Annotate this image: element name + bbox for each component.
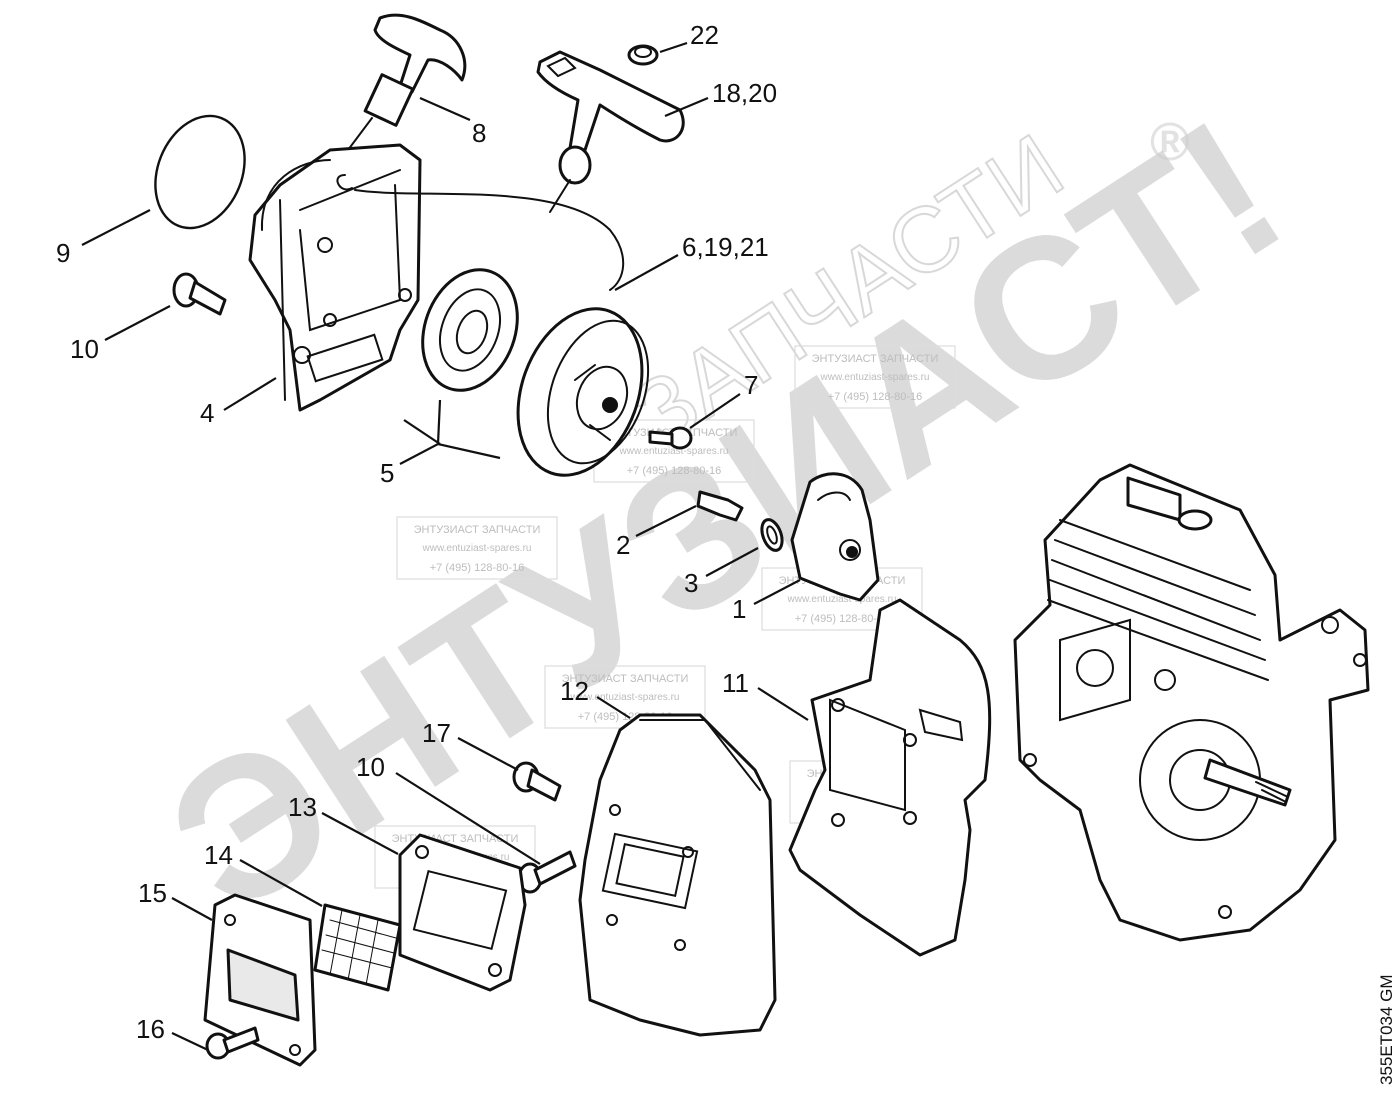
leader-11 — [757, 687, 809, 721]
stamp-phone: +7 (495) 128-80-16 — [795, 613, 889, 625]
leader-15 — [171, 897, 213, 921]
part-screw-7 — [648, 426, 693, 450]
leader-6-19-21 — [614, 254, 679, 291]
callout-7: 7 — [744, 370, 758, 400]
leader-10b — [395, 772, 541, 865]
stamp-phone: +7 (495) 128-80-16 — [627, 465, 721, 477]
part-cap — [627, 44, 659, 66]
part-gasket — [398, 833, 527, 992]
part-starter-grip-new — [536, 50, 685, 213]
leader-lines — [81, 41, 809, 1051]
part-spark-screen — [313, 903, 402, 992]
leader-14 — [239, 859, 323, 907]
callout-10: 10 — [70, 334, 99, 364]
leader-8 — [419, 96, 471, 122]
leader-5 — [399, 442, 501, 465]
callout-5: 5 — [380, 458, 394, 488]
stamp-website: www.entuziast-spares.ru — [820, 372, 930, 383]
callout-3: 3 — [684, 568, 698, 598]
part-ignition-module — [790, 472, 880, 602]
callout-9: 9 — [56, 238, 70, 268]
callout-14: 14 — [204, 840, 233, 870]
part-cover — [203, 893, 317, 1067]
leader-16 — [171, 1032, 209, 1051]
part-screw-17 — [512, 761, 562, 802]
leader-12 — [596, 696, 631, 719]
part-fan-housing — [248, 143, 625, 412]
leader-4 — [223, 377, 277, 411]
callout-15: 15 — [138, 878, 167, 908]
part-screw-16 — [205, 1026, 260, 1060]
leader-3 — [705, 547, 759, 577]
stamp-website: www.entuziast-spares.ru — [787, 594, 897, 605]
callout-4: 4 — [200, 398, 214, 428]
leader-1 — [753, 579, 801, 605]
leader-7 — [689, 393, 741, 429]
callout-10: 10 — [356, 752, 385, 782]
watermark-stamp: ЭНТУЗИАСТ ЗАПЧАСТИ www.entuziast-spares.… — [794, 345, 956, 409]
part-rewind-spring — [421, 268, 519, 392]
callout-18-20: 18,20 — [712, 78, 777, 108]
stamp-website: www.entuziast-spares.ru — [422, 543, 532, 554]
stamp-title: ЭНТУЗИАСТ ЗАПЧАСТИ — [562, 673, 689, 685]
callout-17: 17 — [422, 718, 451, 748]
leader-18-20 — [664, 96, 709, 118]
part-muffler — [578, 713, 777, 1037]
leader-5b — [403, 419, 441, 445]
part-pawl — [696, 490, 744, 522]
callouts: 22 18,20 8 9 6,19,21 10 4 7 5 2 3 1 12 1… — [56, 20, 777, 1044]
callout-2: 2 — [616, 530, 630, 560]
leader-9 — [81, 209, 151, 246]
callout-16: 16 — [136, 1014, 165, 1044]
callout-6-19-21: 6,19,21 — [682, 232, 769, 262]
leader-22 — [659, 41, 688, 54]
watermark-registered-mark: ® — [1150, 112, 1190, 172]
leader-5c — [436, 399, 442, 445]
part-starter-grip — [347, 13, 467, 151]
callout-13: 13 — [288, 792, 317, 822]
watermark-stamp: ЭНТУЗИАСТ ЗАПЧАСТИ www.entuziast-spares.… — [396, 516, 558, 580]
part-heat-shield — [788, 598, 992, 957]
stamp-website: www.entuziast-spares.ru — [570, 692, 680, 703]
stamp-phone: +7 (495) 128-80-16 — [430, 562, 524, 574]
stamp-title: ЭНТУЗИАСТ ЗАПЧАСТИ — [812, 353, 939, 365]
part-screw-lower — [517, 850, 577, 894]
part-engine-block — [1013, 463, 1370, 942]
callout-22: 22 — [690, 20, 719, 50]
part-rope-rotor — [516, 307, 650, 477]
stamp-title: ЭНТУЗИАСТ ЗАПЧАСТИ — [414, 524, 541, 536]
leader-17 — [457, 737, 519, 771]
part-spring — [760, 518, 784, 552]
callout-12: 12 — [560, 676, 589, 706]
leader-2 — [635, 505, 697, 537]
stamp-website: www.entuziast-spares.ru — [619, 446, 729, 457]
callout-11: 11 — [722, 668, 749, 698]
stamp-phone: +7 (495) 128-80-16 — [828, 391, 922, 403]
leader-10a — [104, 305, 171, 341]
callout-8: 8 — [472, 118, 486, 148]
part-o-ring — [154, 114, 246, 230]
drawing-code: 355ET034 GM — [1377, 974, 1396, 1085]
leader-13 — [321, 812, 399, 855]
callout-1: 1 — [732, 594, 746, 624]
part-screw-upper — [172, 272, 227, 316]
